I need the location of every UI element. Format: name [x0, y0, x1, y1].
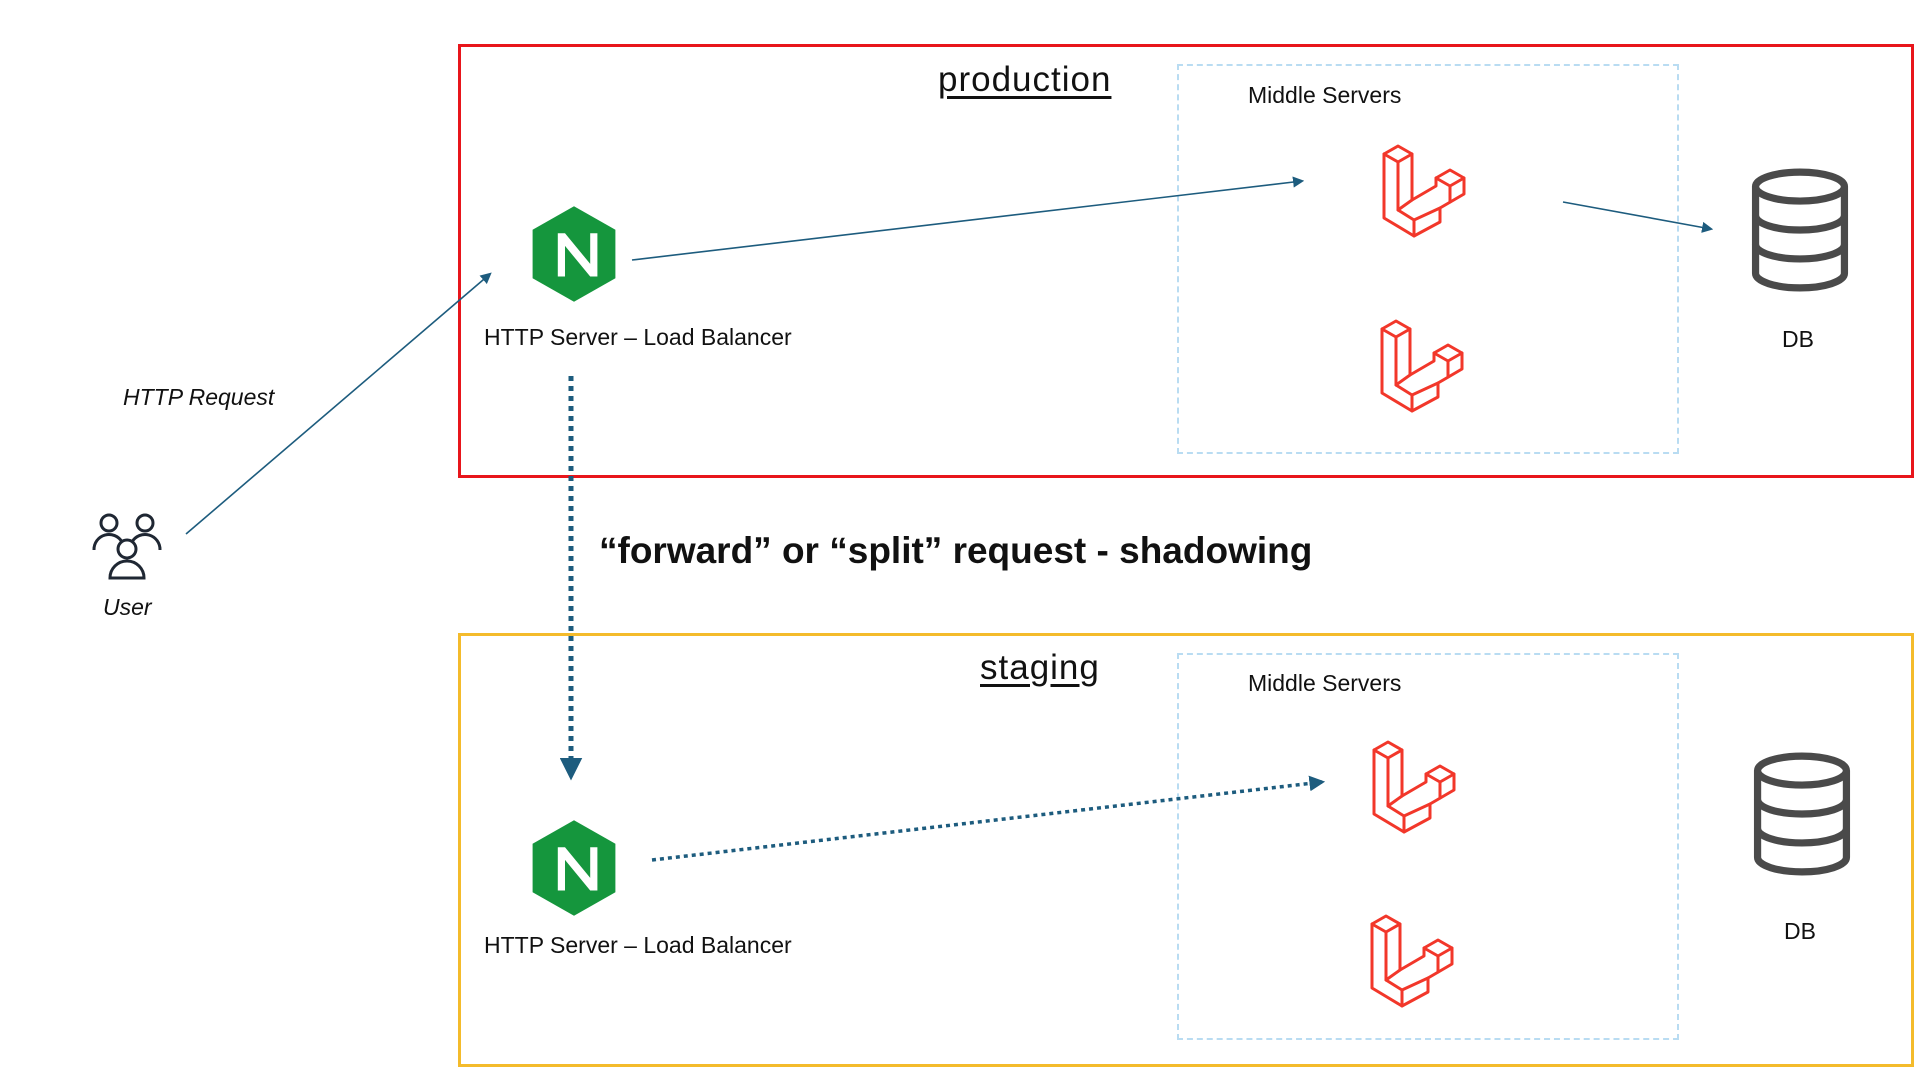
production-box — [458, 44, 1914, 478]
production-load-balancer-label: HTTP Server – Load Balancer — [484, 324, 792, 350]
staging-lb-to-middle-arrow — [651, 775, 1326, 862]
staging-middle-servers-label: Middle Servers — [1248, 670, 1402, 696]
production-title: production — [938, 60, 1112, 99]
production-db-label: DB — [1782, 326, 1814, 352]
staging-middle-servers-box — [1177, 653, 1679, 1040]
staging-db-label: DB — [1784, 918, 1816, 944]
production-lb-to-middle-arrow — [631, 176, 1305, 261]
shadowing-label: “forward” or “split” request - shadowing — [599, 530, 1313, 571]
production-middle-servers-label: Middle Servers — [1248, 82, 1402, 108]
staging-box — [458, 633, 1914, 1067]
middle-to-db-arrow — [1562, 201, 1714, 233]
staging-title: staging — [980, 648, 1100, 687]
production-middle-servers-box — [1177, 64, 1679, 454]
user-to-production-lb-arrow — [185, 272, 492, 535]
user-label: User — [103, 594, 152, 620]
staging-load-balancer-label: HTTP Server – Load Balancer — [484, 932, 792, 958]
http-request-label: HTTP Request — [123, 384, 275, 410]
